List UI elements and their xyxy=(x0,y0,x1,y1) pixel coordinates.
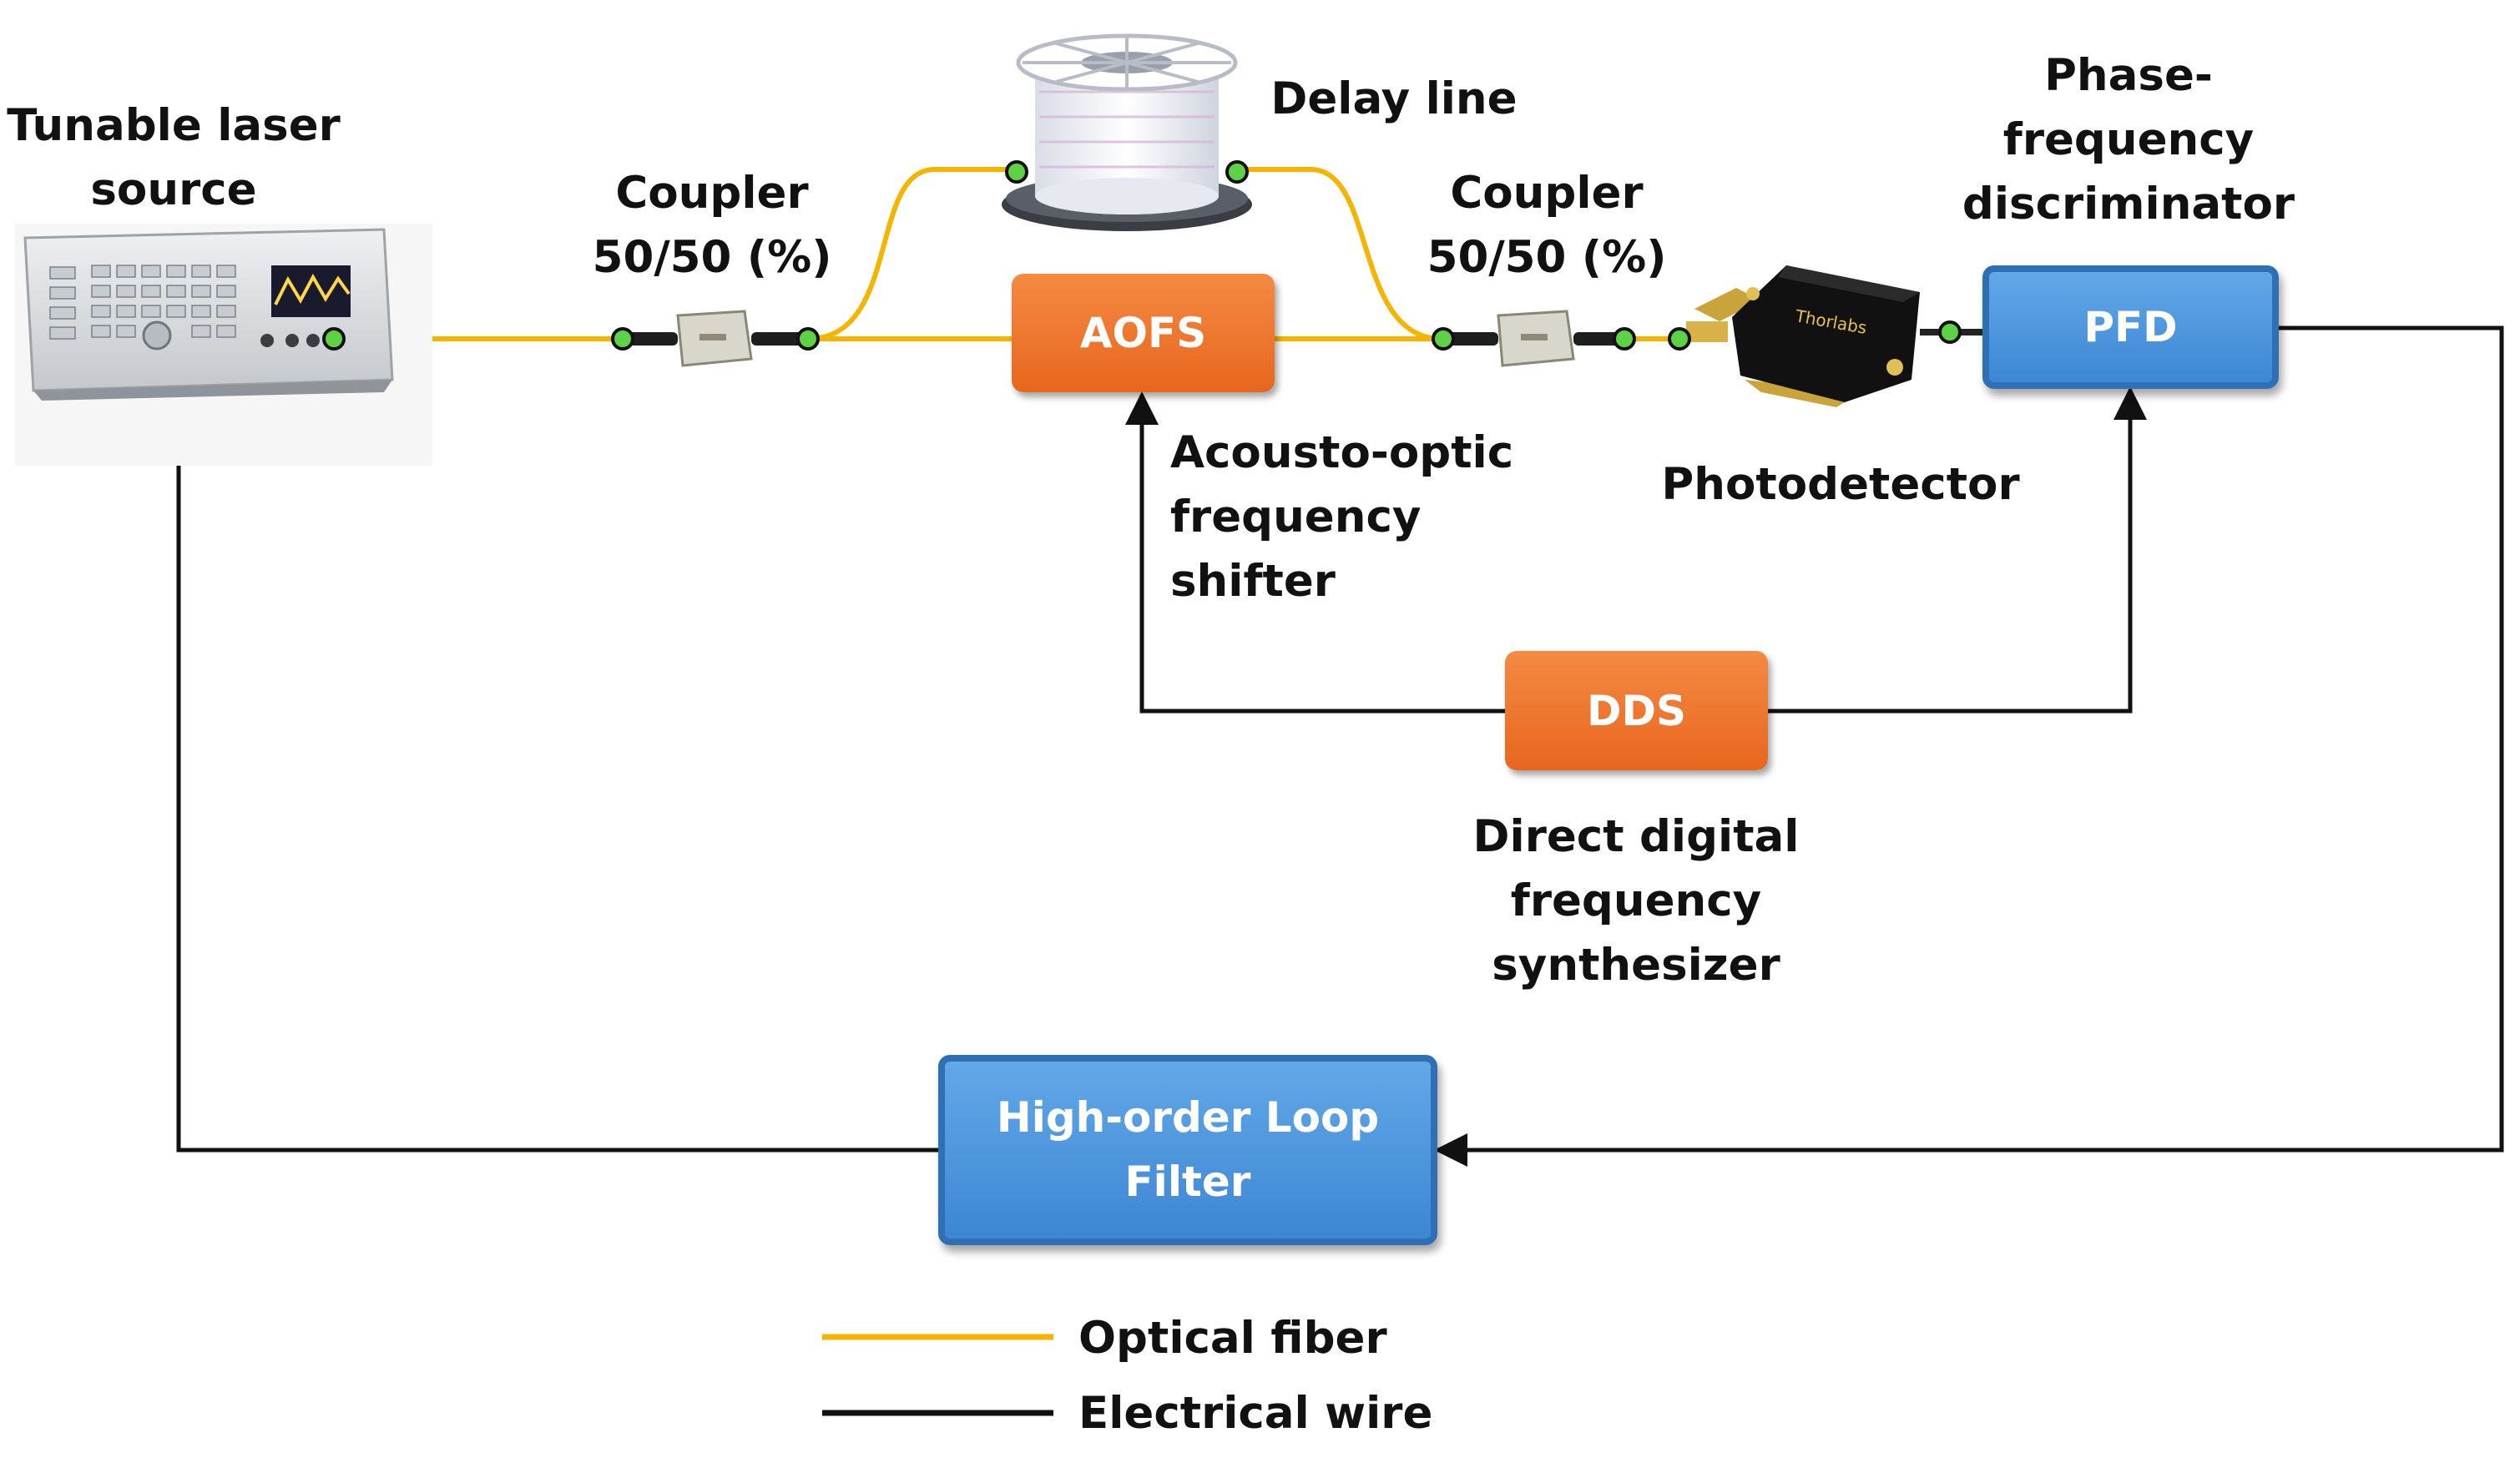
connector-delay-in xyxy=(1005,160,1028,184)
wire-dds-to-pfd xyxy=(1768,386,2147,714)
legend-optical-label: Optical fiber xyxy=(1078,1313,1387,1364)
coupler-1-icon xyxy=(628,310,803,367)
photodetector-label: Photodetector xyxy=(1661,459,2020,510)
coupler-2-label: Coupler 50/50 (%) xyxy=(1427,168,1667,283)
wire-pfd-to-right xyxy=(1434,325,2504,1167)
aofs-label: Acousto-optic frequency shifter xyxy=(1170,427,1514,607)
wire-filter-to-laser xyxy=(162,389,938,1153)
coupler-1-label: Coupler 50/50 (%) xyxy=(592,168,832,283)
pfd-block[interactable]: PFD xyxy=(1982,265,2279,389)
legend-electrical-label: Electrical wire xyxy=(1078,1388,1433,1439)
fiber-connectors xyxy=(322,160,1962,351)
electrical-wires xyxy=(162,325,2504,1167)
pfd-label: Phase- frequency discriminator xyxy=(1962,50,2295,230)
coupler-2-icon xyxy=(1448,310,1625,367)
connector-laser xyxy=(322,327,346,351)
connector-coupler2-in xyxy=(1432,327,1455,351)
photodetector-icon: Thorlabs xyxy=(1686,265,1920,407)
connector-coupler1-in xyxy=(611,327,634,351)
dds-label: Direct digital frequency synthesizer xyxy=(1472,811,1800,991)
wire-dds-to-aofs xyxy=(1125,391,1505,714)
delay-line-spool-icon xyxy=(1002,33,1252,231)
delay-line-label: Delay line xyxy=(1270,73,1518,124)
connector-delay-out xyxy=(1225,160,1249,184)
connector-coupler1-out xyxy=(796,327,820,351)
fiber-delayline-to-coupler2 xyxy=(1238,167,1443,341)
fiber-coupler1-to-delayline xyxy=(807,167,1014,341)
connector-coupler2-out xyxy=(1613,327,1636,351)
connector-pd-in xyxy=(1668,327,1691,351)
connector-pd-out xyxy=(1938,320,1962,344)
aofs-block[interactable]: AOFS xyxy=(1012,274,1275,392)
tunable-laser-icon xyxy=(15,224,432,466)
laser-label: Tunable laser source xyxy=(7,100,341,215)
dds-block[interactable]: DDS xyxy=(1505,651,1768,770)
loop-filter-block[interactable]: High-order Loop Filter xyxy=(938,1055,1437,1245)
